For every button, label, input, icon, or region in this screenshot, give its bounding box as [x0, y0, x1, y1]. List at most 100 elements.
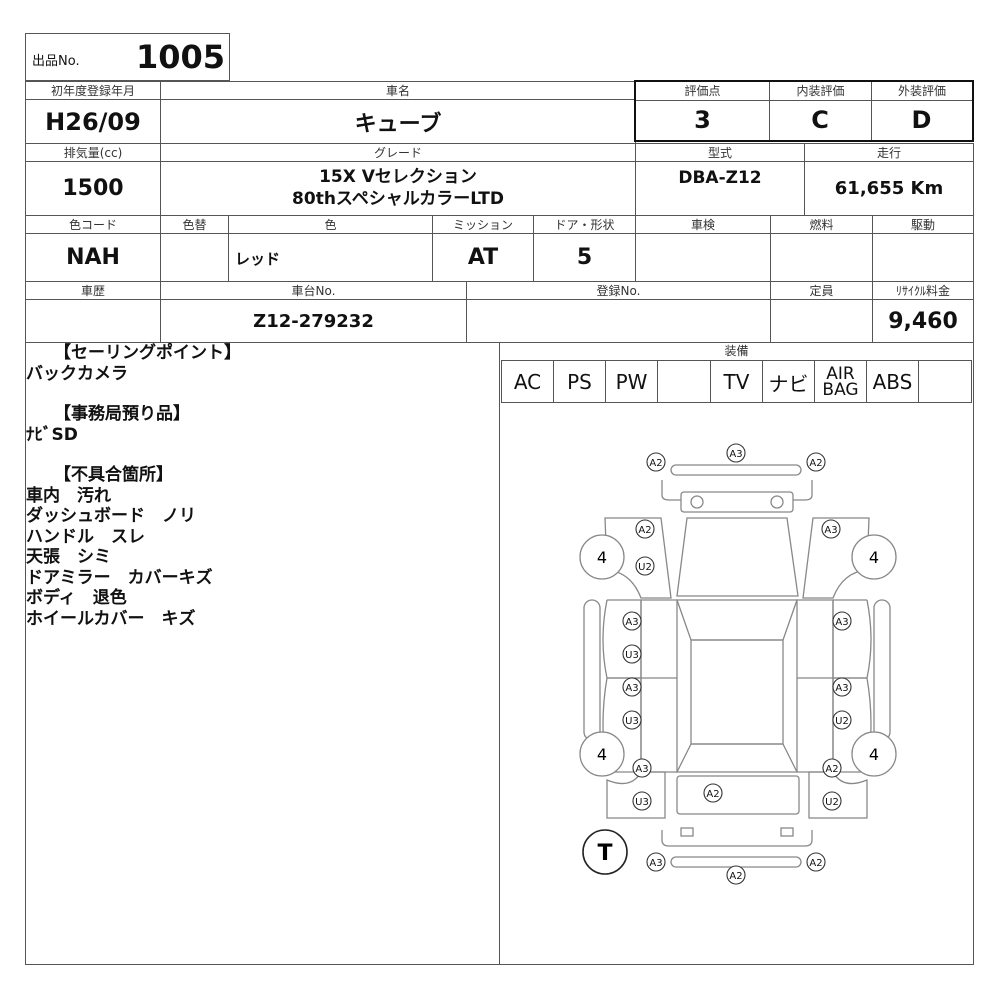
model-value: DBA-Z12: [635, 161, 805, 216]
svg-text:A2: A2: [729, 871, 742, 882]
svg-text:U2: U2: [835, 716, 849, 727]
equipment-row: AC PS PW TV ナビ AIR BAG ABS: [501, 360, 972, 403]
tire-rear-right: 4: [851, 731, 897, 777]
svg-text:A3: A3: [835, 617, 848, 628]
car-name-header: 車名: [160, 81, 636, 100]
score-box: [634, 80, 974, 142]
drive-value: [872, 233, 974, 282]
equip-blank-1: [658, 361, 711, 403]
lot-number: 1005: [136, 38, 226, 76]
displacement-header: 排気量(cc): [25, 143, 161, 162]
svg-text:U3: U3: [625, 650, 639, 661]
svg-text:A3: A3: [625, 617, 638, 628]
office-items-title: 【事務局預り品】: [54, 404, 190, 424]
grade-header: グレード: [160, 143, 636, 162]
grade-value: 15X Vセレクション 80thスペシャルカラーLTD: [160, 161, 636, 216]
equip-ac: AC: [502, 361, 554, 403]
exterior-value: D: [911, 106, 932, 134]
inspection-header: 車検: [635, 215, 771, 234]
defect-4: 天張 シミ: [26, 547, 111, 567]
svg-text:A2: A2: [809, 458, 822, 469]
fuel-header: 燃料: [770, 215, 873, 234]
damage-mark-left-front-door-2: U3: [622, 644, 642, 664]
svg-text:A3: A3: [835, 683, 848, 694]
svg-text:A3: A3: [625, 683, 638, 694]
svg-text:A2: A2: [809, 858, 822, 869]
damage-mark-left-quarter-1: A3: [632, 758, 652, 778]
damage-mark-front-bumper-center: A3: [726, 443, 746, 463]
recycle-value: 9,460: [872, 299, 974, 343]
score-value: 3: [636, 100, 770, 140]
color-code-value: NAH: [25, 233, 161, 282]
defect-1: 車内 汚れ: [26, 485, 111, 506]
capacity-value: [770, 299, 873, 343]
color-code-header: 色コード: [25, 215, 161, 234]
damage-mark-right-front-door: A3: [832, 611, 852, 631]
history-value: [25, 299, 161, 343]
svg-text:U2: U2: [638, 562, 652, 573]
defect-3: ハンドル スレ: [26, 526, 145, 547]
doors-header: ドア・形状: [533, 215, 636, 234]
damage-mark-rear-bumper-left: A3: [646, 852, 666, 872]
color-change-value: [160, 233, 229, 282]
svg-text:4: 4: [597, 548, 607, 567]
interior-header: 内装評価: [769, 82, 872, 101]
inspection-value: [635, 233, 771, 282]
car-name-value: キューブ: [160, 99, 636, 144]
first-reg-value: H26/09: [25, 99, 161, 144]
doors-value: 5: [533, 233, 636, 282]
equip-abs: ABS: [867, 361, 919, 403]
damage-mark-right-quarter-2: U2: [822, 791, 842, 811]
equipment-panel: 装備 AC PS PW TV ナビ AIR BAG ABS: [499, 342, 974, 965]
damage-mark-right-front-fender: A3: [821, 519, 841, 539]
svg-text:A3: A3: [635, 764, 648, 775]
recycle-header: ﾘｻｲｸﾙ料金: [872, 281, 974, 300]
svg-text:A3: A3: [824, 525, 837, 536]
svg-text:A2: A2: [825, 764, 838, 775]
damage-mark-rear-bumper-center: A2: [726, 865, 746, 885]
damage-mark-left-rear-door-1: A3: [622, 677, 642, 697]
history-header: 車歴: [25, 281, 161, 300]
defect-6: ボディ 退色: [26, 588, 127, 608]
svg-text:U3: U3: [635, 797, 649, 808]
selling-points-title: 【セーリングポイント】: [54, 343, 241, 363]
defect-7: ホイールカバー キズ: [26, 608, 196, 629]
equip-pw: PW: [606, 361, 658, 403]
first-reg-header: 初年度登録年月: [25, 81, 161, 100]
transmission-header: ミッション: [432, 215, 534, 234]
color-text: レッド: [235, 250, 281, 268]
svg-text:A2: A2: [706, 789, 719, 800]
damage-mark-left-front-door-1: A3: [622, 611, 642, 631]
damage-mark-front-bumper-right: A2: [806, 452, 826, 472]
damage-mark-rear-gate: A2: [703, 783, 723, 803]
lot-label: 出品No.: [32, 54, 80, 69]
svg-text:T: T: [597, 841, 612, 866]
transmission-value: AT: [432, 233, 534, 282]
damage-mark-left-rear-door-2: U3: [622, 710, 642, 730]
tire-front-right: 4: [851, 534, 897, 580]
mileage-value: 61,655 Km: [804, 161, 974, 216]
damage-mark-right-rear-door-2: U2: [832, 710, 852, 730]
damage-mark-right-quarter-1: A2: [822, 758, 842, 778]
svg-text:A3: A3: [649, 858, 662, 869]
defect-5: ドアミラー カバーキズ: [26, 567, 213, 588]
model-header: 型式: [635, 143, 805, 162]
color-change-header: 色替: [160, 215, 229, 234]
tire-rear-left: 4: [579, 731, 625, 777]
lot-box: 出品No. 1005: [25, 33, 230, 81]
damage-mark-left-quarter-2: U3: [632, 791, 652, 811]
svg-text:A2: A2: [649, 458, 662, 469]
chassis-value: Z12-279232: [160, 299, 467, 343]
svg-text:4: 4: [869, 548, 879, 567]
office-item-1: ﾅﾋﾞSD: [26, 424, 78, 445]
defect-2: ダッシュボード ノリ: [26, 506, 196, 526]
chassis-header: 車台No.: [160, 281, 467, 300]
equipment-header: 装備: [724, 344, 749, 358]
color-value: レッド: [228, 233, 433, 282]
interior-value: C: [769, 100, 872, 140]
selling-point-1: バックカメラ: [26, 363, 128, 384]
equip-ps: PS: [554, 361, 606, 403]
damage-mark-left-front-fender-lower: U2: [635, 556, 655, 576]
registration-header: 登録No.: [466, 281, 771, 300]
score-header: 評価点: [636, 82, 770, 101]
